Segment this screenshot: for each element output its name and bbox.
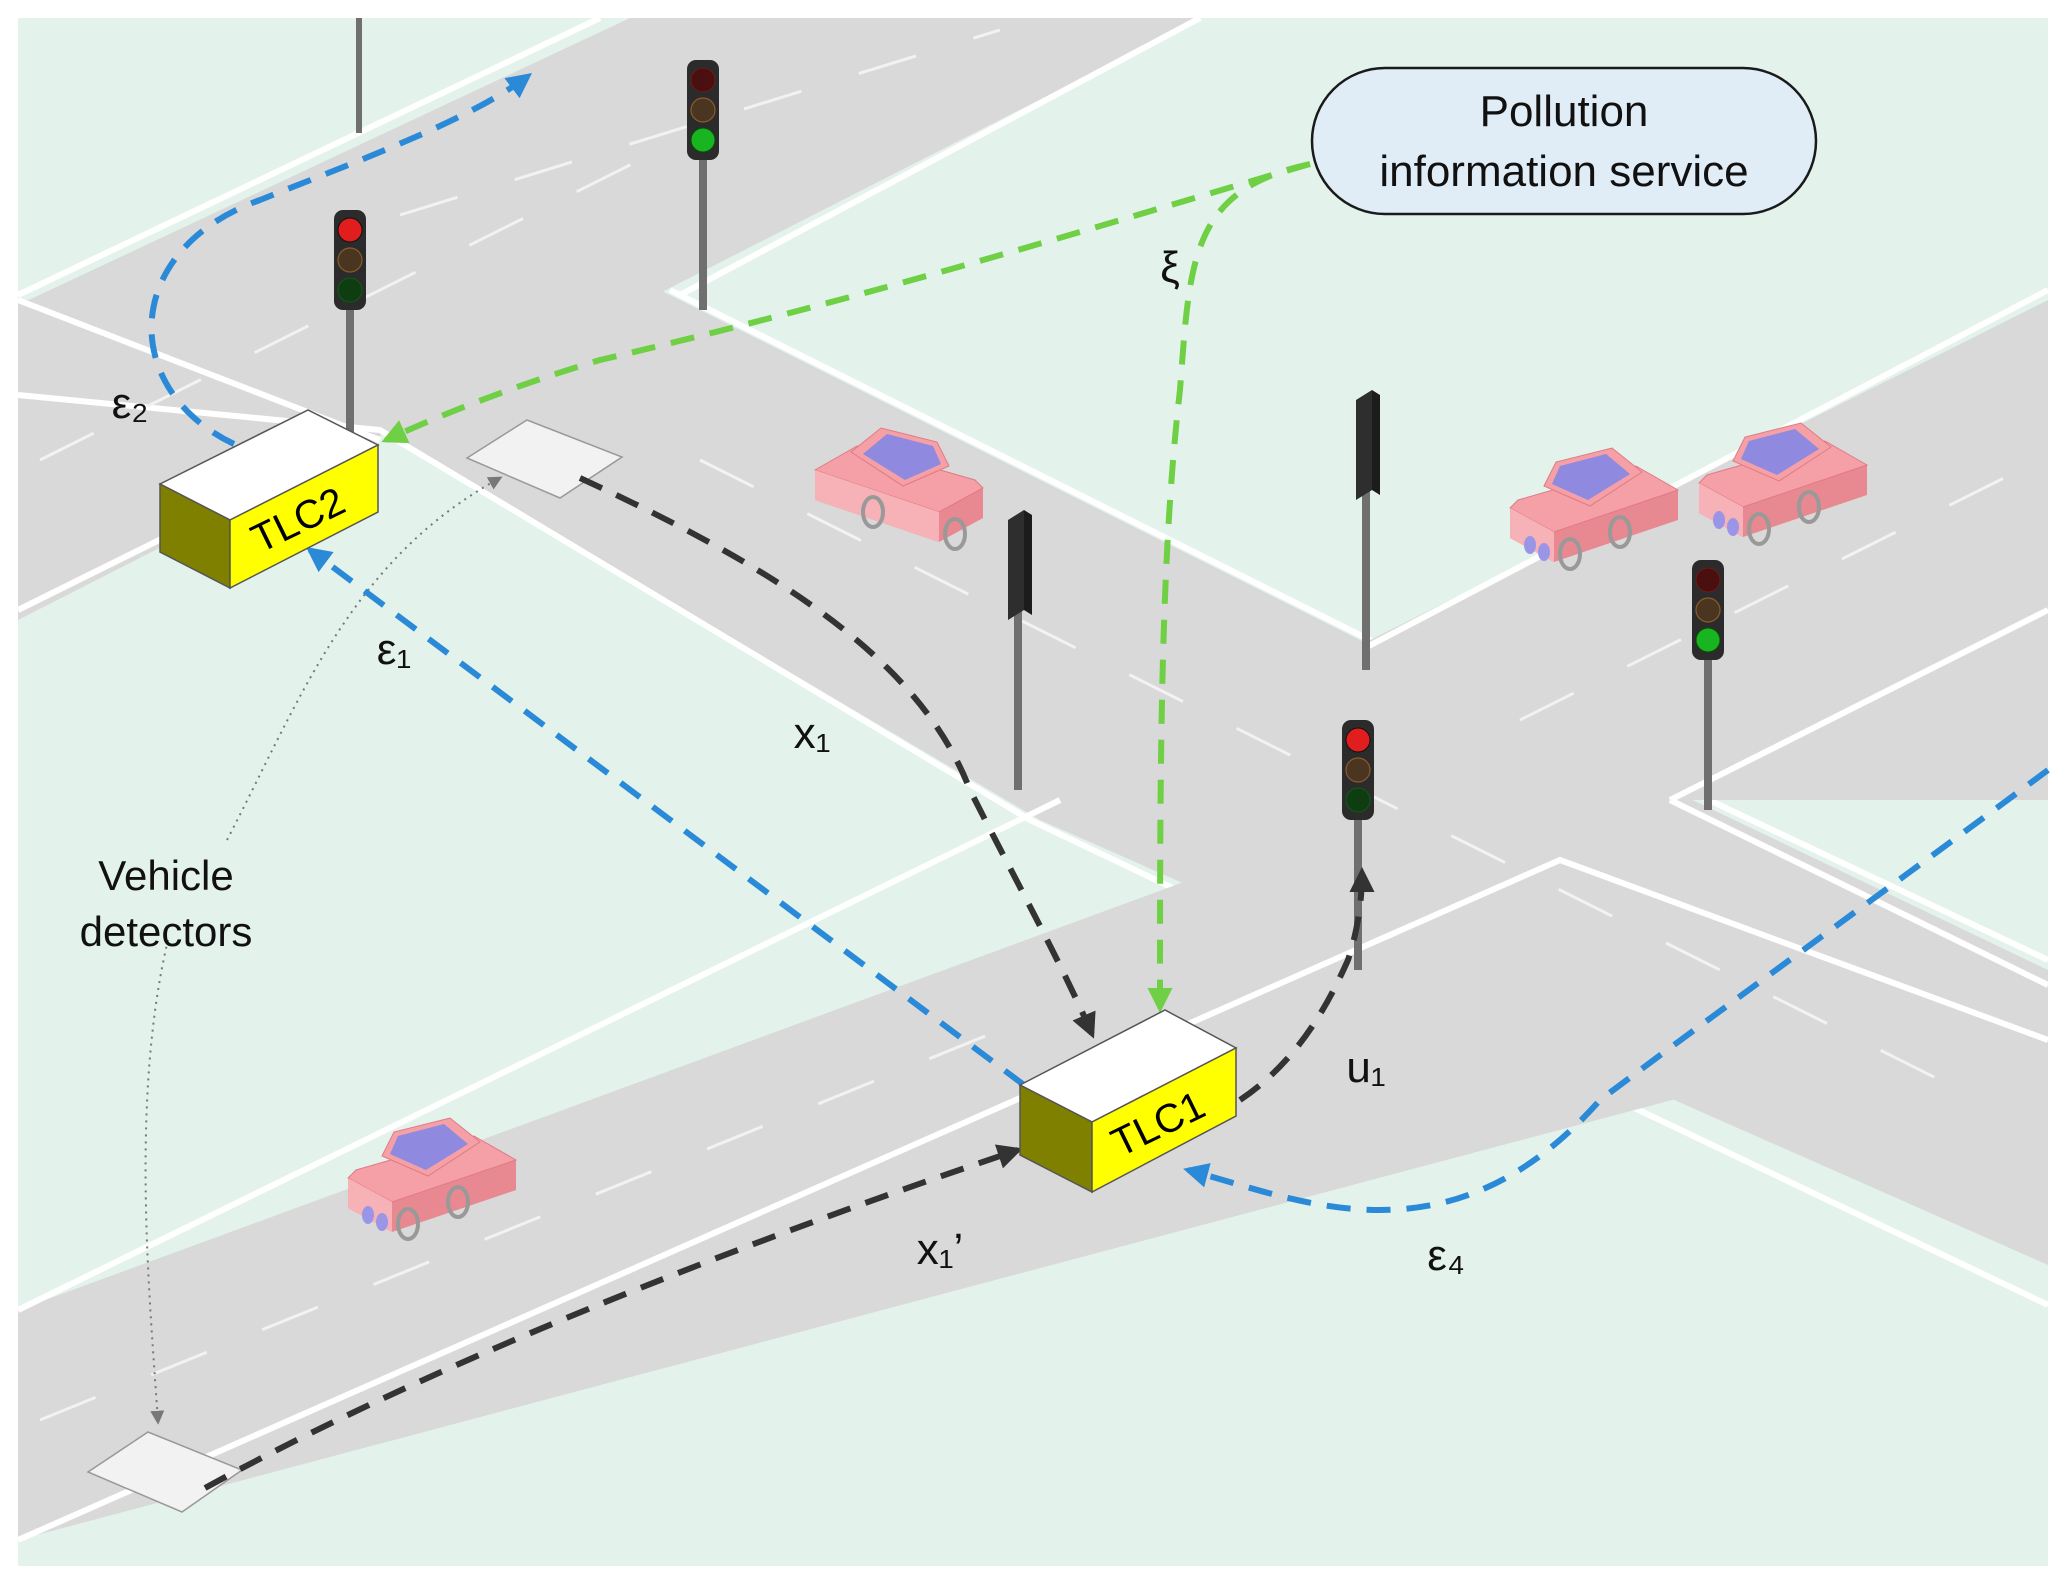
road-network: [16, 15, 2050, 1543]
xi-arrow-to-tlc1: [1147, 161, 1311, 1014]
traffic-light-pole: [356, 18, 362, 133]
xi-label: ξ: [1160, 243, 1180, 292]
x1-arrow: [578, 475, 1096, 1039]
u1-arrow: [1238, 866, 1375, 1103]
x1-label: x₁: [794, 709, 831, 758]
service-line2: information service: [1379, 147, 1748, 196]
x1-prime-label: x₁’: [917, 1225, 964, 1274]
eps1-label: ε₁: [377, 625, 411, 674]
detectors-label-line1: Vehicle: [98, 852, 233, 899]
eps4-arrow: [1183, 767, 2050, 1213]
eps2-arrow: [148, 72, 533, 447]
x1-prime-arrow: [203, 1144, 1023, 1491]
service-line1: Pollution: [1480, 87, 1649, 136]
xi-arrow-to-tlc2: [381, 161, 1311, 444]
tlc1-controller: TLC1: [1018, 1009, 1238, 1194]
eps2-label: ε₂: [112, 379, 149, 428]
pollution-info-service: Pollution information service: [1310, 66, 1818, 216]
tlc2-controller: TLC2: [158, 409, 380, 590]
detector-leader-line: [226, 476, 503, 841]
u1-label: u₁: [1346, 1043, 1385, 1092]
eps1-arrow: [305, 546, 1026, 1088]
detectors-label-line2: detectors: [80, 908, 253, 955]
eps4-label: ε₄: [1427, 1231, 1465, 1280]
